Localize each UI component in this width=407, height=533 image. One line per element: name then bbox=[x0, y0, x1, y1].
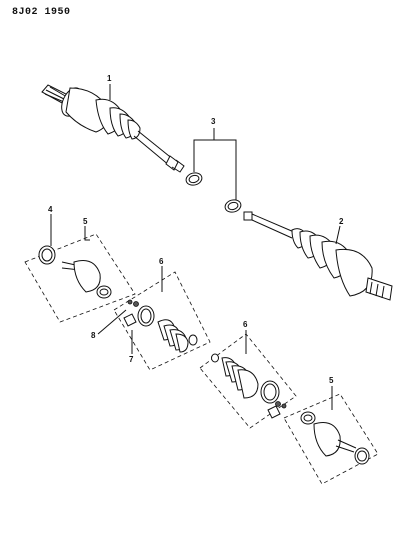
diagram-number: 1950 bbox=[44, 7, 71, 18]
callout-5-left: 5 bbox=[83, 217, 88, 226]
callout-3: 3 bbox=[211, 117, 216, 126]
diagram-header: 8J02 1950 bbox=[12, 7, 71, 18]
callout-6-left: 6 bbox=[159, 257, 164, 266]
callout-7: 7 bbox=[129, 355, 134, 364]
callout-4: 4 bbox=[48, 205, 53, 214]
callout-5-right: 5 bbox=[329, 376, 334, 385]
callout-2: 2 bbox=[339, 217, 344, 226]
ring-pair bbox=[185, 172, 242, 213]
callout-1: 1 bbox=[107, 74, 112, 83]
boot-kit-left bbox=[113, 271, 211, 371]
leader-lines bbox=[50, 84, 341, 410]
callout-8: 8 bbox=[91, 331, 96, 340]
callout-6-right: 6 bbox=[243, 320, 248, 329]
boot-kit-right bbox=[199, 333, 297, 429]
diagram-code: 8J02 bbox=[12, 7, 39, 18]
halfshaft-right bbox=[243, 211, 393, 301]
halfshaft-left bbox=[41, 84, 185, 173]
outer-joint-kit-left bbox=[24, 233, 136, 323]
outer-joint-kit-right bbox=[283, 393, 379, 485]
